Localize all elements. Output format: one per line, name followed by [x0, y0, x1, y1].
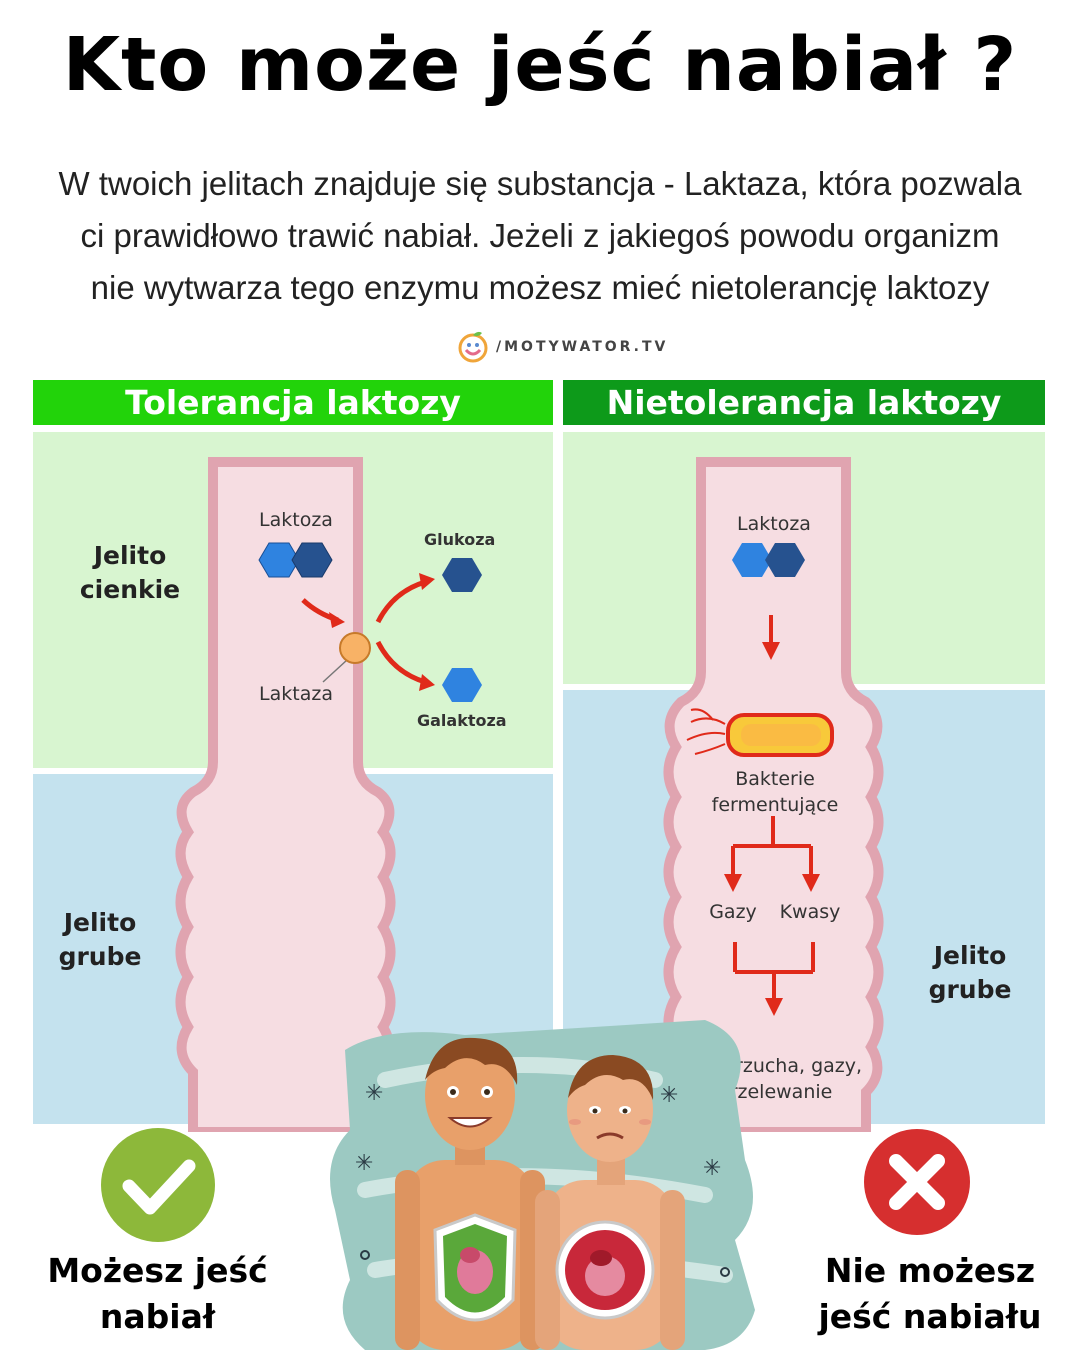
glucose-hexagon	[442, 558, 482, 592]
people-illustration: ✳ ✳ ✳ ✳	[330, 1020, 755, 1350]
left-large-intestine-label: Jelito grube	[58, 908, 142, 971]
lactase-label: Laktaza	[259, 683, 333, 705]
header-lactose-tolerance: Tolerancja laktozy	[33, 380, 553, 425]
intro-line: W twoich jelitach znajduje się substancj…	[58, 165, 1022, 202]
svg-text:✳: ✳	[355, 1151, 373, 1176]
healthy-gut-shield-icon	[433, 1213, 517, 1322]
page-title: Kto może jeść nabiał ?	[62, 22, 1018, 108]
arrow-to-glucose	[375, 579, 426, 624]
lactase-enzyme	[339, 632, 371, 664]
left-lactose-label: Laktoza	[259, 509, 333, 531]
right-lactose-hexagon-2	[765, 543, 805, 577]
right-intestine-tube	[663, 457, 884, 1132]
left-small-intestine-label: Jelito cienkie	[79, 541, 181, 604]
right-intestine-diagram	[663, 457, 884, 1132]
gases-label: Gazy	[709, 901, 757, 923]
acids-label: Kwasy	[779, 901, 841, 923]
header-lactose-intolerance: Nietolerancja laktozy	[563, 380, 1045, 425]
right-lactose-hexagon-1	[732, 543, 772, 577]
svg-text:✳: ✳	[365, 1081, 383, 1106]
check-icon	[101, 1128, 215, 1242]
left-intestine-diagram	[175, 457, 482, 1132]
verdict-cannot-eat-dairy: Nie możesz jeść nabiału	[818, 1251, 1042, 1336]
svg-text:✳: ✳	[660, 1083, 678, 1108]
right-large-intestine-label: Jelito grube	[928, 941, 1012, 1004]
cross-icon	[864, 1129, 970, 1235]
svg-text:✳: ✳	[703, 1156, 721, 1181]
intro-line: nie wytwarza tego enzymu możesz mieć nie…	[90, 269, 990, 306]
unhealthy-gut-icon	[555, 1220, 655, 1320]
intro-line: ci prawidłowo trawić nabiał. Jeżeli z ja…	[80, 217, 1000, 254]
bacteria-label: Bakterie fermentujące	[711, 768, 839, 816]
right-lactose-label: Laktoza	[737, 513, 811, 535]
lactose-hexagon-2	[291, 542, 333, 578]
brand-logo: /MOTYWATOR.TV	[456, 330, 668, 364]
arrow-to-galactose	[375, 640, 426, 685]
galactose-label: Galaktoza	[417, 711, 507, 730]
glucose-label: Glukoza	[424, 530, 496, 549]
smiley-leaf-icon	[458, 331, 488, 363]
intro-text: W twoich jelitach znajduje się substancj…	[20, 158, 1060, 314]
logo-text: /MOTYWATOR.TV	[496, 339, 669, 355]
left-intestine-tube	[175, 457, 396, 1132]
galactose-hexagon	[442, 668, 482, 702]
verdict-can-eat-dairy: Możesz jeść nabiał	[47, 1251, 268, 1336]
